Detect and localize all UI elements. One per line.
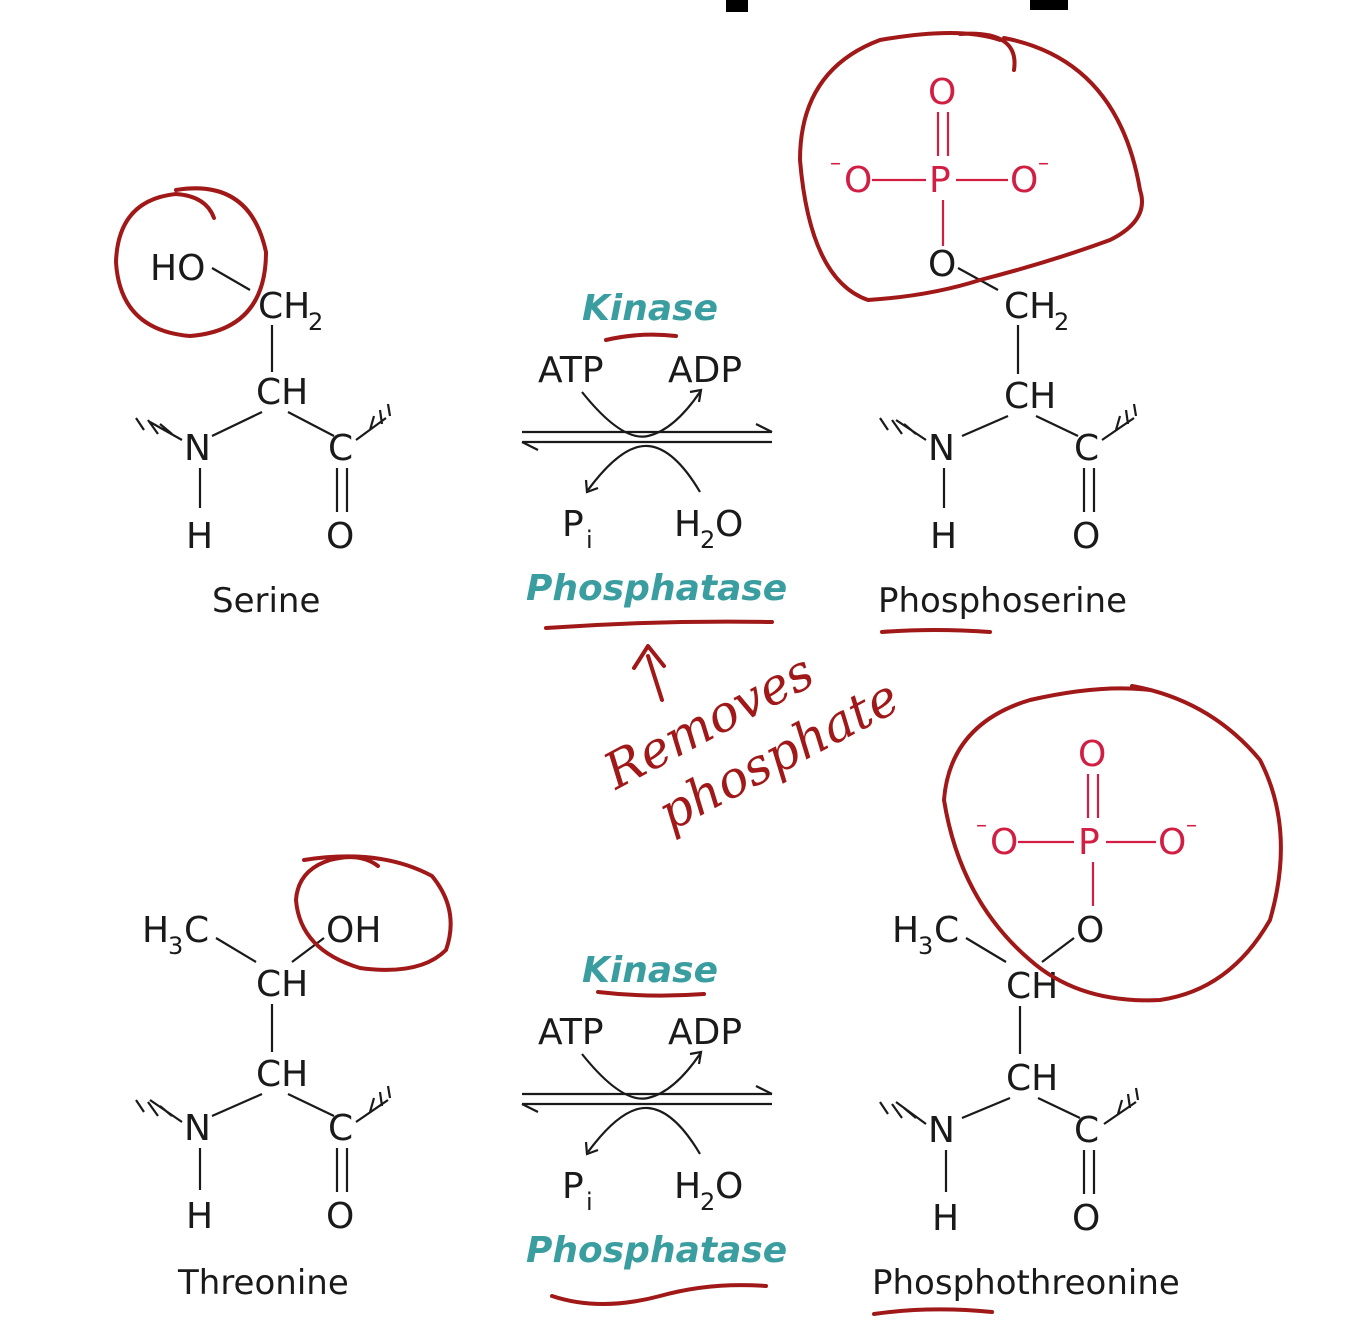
phosphoserine-n: N: [928, 428, 955, 469]
h2o-o-top: O: [715, 504, 743, 545]
phosphothreonine-carbonyl-o: O: [1072, 1198, 1100, 1239]
phosphatase-label-top: Phosphatase: [526, 568, 787, 609]
threonine-carbonyl-o: O: [326, 1196, 354, 1237]
threonine-h3c-c: C: [184, 910, 209, 951]
reaction-bottom: Kinase ATP ADP P i H 2 O Phosphatase: [521, 950, 787, 1271]
threonine-ch-beta: CH: [256, 964, 308, 1005]
phosphothreonine-h3c-sub: 3: [918, 932, 933, 960]
circle-threonine-oh: [294, 854, 453, 972]
pi-label-bottom: P: [562, 1166, 584, 1207]
phosphate2-o-top: O: [1078, 734, 1106, 775]
phosphoserine-c: C: [1074, 428, 1099, 469]
phosphoserine-ch: CH: [1004, 376, 1056, 417]
phosphate2-p: P: [1078, 822, 1100, 863]
phosphate-o-top: O: [928, 72, 956, 113]
serine-ch: CH: [256, 372, 308, 413]
adp-label-top: ADP: [668, 350, 742, 391]
serine-ch2: CH: [258, 286, 310, 327]
arrow-to-phosphatase: [632, 644, 666, 702]
phosphoserine-o: O: [928, 244, 956, 285]
phosphothreonine-structure: O – O P O – O H 3 C CH CH N C H O Phosph…: [872, 734, 1197, 1303]
circle-phosphate-bottom: [942, 684, 1283, 1003]
phosphate-minus-left: –: [830, 151, 841, 176]
ink-annotations: [114, 31, 1283, 1316]
phosphate2-minus-right: –: [1186, 813, 1197, 838]
serine-nh: H: [186, 516, 213, 557]
threonine-h3c-sub: 3: [168, 932, 183, 960]
serine-n: N: [184, 428, 211, 469]
underline-phosphothreonine: [872, 1307, 994, 1316]
phosphate2-o-left: O: [990, 822, 1018, 863]
threonine-name: Threonine: [177, 1263, 349, 1303]
underline-phosphatase-top: [544, 619, 774, 630]
phosphoserine-name: Phosphoserine: [878, 581, 1127, 621]
underline-phosphatase-bottom: [550, 1283, 768, 1306]
threonine-structure: H 3 C OH CH CH N C H O Threonine: [135, 910, 392, 1303]
phosphate-minus-right: –: [1038, 151, 1049, 176]
serine-carbonyl-o: O: [326, 516, 354, 557]
atp-label-bottom: ATP: [538, 1012, 604, 1053]
underline-kinase-bottom: [596, 990, 706, 998]
serine-structure: HO CH 2 CH N C H O Serine: [135, 248, 392, 621]
phosphothreonine-h3c-c: C: [934, 910, 959, 951]
adp-label-bottom: ADP: [668, 1012, 742, 1053]
threonine-n: N: [184, 1108, 211, 1149]
circle-serine-oh: [114, 186, 268, 338]
serine-ch2-sub: 2: [308, 308, 323, 336]
underline-phosphoserine: [880, 628, 992, 634]
threonine-nh: H: [186, 1196, 213, 1237]
serine-name: Serine: [212, 581, 320, 621]
phosphoserine-carbonyl-o: O: [1072, 516, 1100, 557]
reaction-top: Kinase ATP ADP P i H 2 O Phosphatase: [521, 288, 787, 609]
h2o-h-bottom: H: [674, 1166, 701, 1207]
pi-sub-top: i: [586, 526, 593, 554]
h2o-h-top: H: [674, 504, 701, 545]
kinase-label-top: Kinase: [582, 288, 718, 329]
threonine-ch-alpha: CH: [256, 1054, 308, 1095]
phosphothreonine-nh: H: [932, 1198, 959, 1239]
title-fragment: [726, 0, 1068, 12]
phosphoserine-nh: H: [930, 516, 957, 557]
phosphatase-label-bottom: Phosphatase: [526, 1230, 787, 1271]
phosphoserine-ch2-sub: 2: [1054, 308, 1069, 336]
phosphate-p: P: [929, 160, 951, 201]
atp-label-top: ATP: [538, 350, 604, 391]
h2o-sub-bottom: 2: [700, 1188, 715, 1216]
h2o-o-bottom: O: [715, 1166, 743, 1207]
phosphothreonine-n: N: [928, 1110, 955, 1151]
threonine-c: C: [328, 1108, 353, 1149]
phosphothreonine-c: C: [1074, 1110, 1099, 1151]
phosphate2-minus-left: –: [976, 813, 987, 838]
phosphate-o-right: O: [1010, 160, 1038, 201]
phosphoserine-ch2: CH: [1004, 286, 1056, 327]
phosphate2-o-right: O: [1158, 822, 1186, 863]
threonine-h3c-h: H: [142, 910, 169, 951]
serine-c: C: [328, 428, 353, 469]
pi-sub-bottom: i: [586, 1188, 593, 1216]
phosphate-o-left: O: [844, 160, 872, 201]
phosphoserine-structure: O – O P O – O CH 2 CH N C H O Phosphoser…: [830, 72, 1138, 621]
kinase-label-bottom: Kinase: [582, 950, 718, 991]
phosphothreonine-ch-alpha: CH: [1006, 1058, 1058, 1099]
underline-kinase-top: [604, 332, 678, 342]
phosphothreonine-ch-beta: CH: [1006, 966, 1058, 1007]
serine-ho: HO: [150, 248, 205, 289]
circle-phosphate-top: [798, 31, 1144, 302]
h2o-sub-top: 2: [700, 526, 715, 554]
phosphothreonine-name: Phosphothreonine: [872, 1263, 1180, 1303]
phosphothreonine-o: O: [1076, 910, 1104, 951]
pi-label-top: P: [562, 504, 584, 545]
phosphothreonine-h3c-h: H: [892, 910, 919, 951]
threonine-oh: OH: [326, 910, 381, 951]
